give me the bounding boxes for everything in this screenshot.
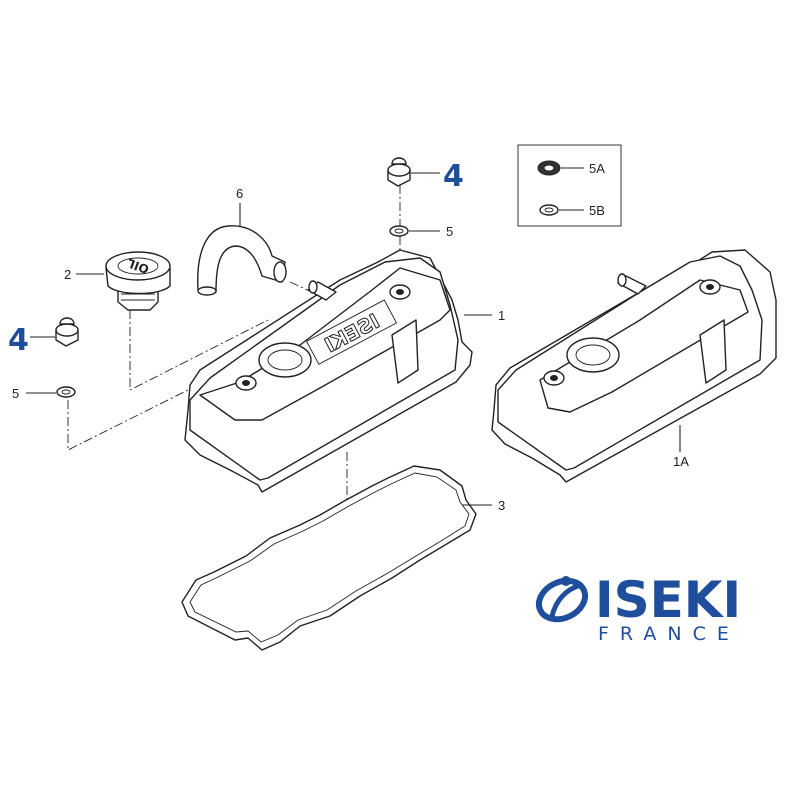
callout-3: 3 (498, 498, 505, 513)
leader-lines (26, 172, 681, 506)
callout-6: 6 (236, 186, 243, 201)
iseki-logo-swirl-icon (535, 576, 589, 623)
bolt-boss-1a-left (543, 370, 565, 386)
callout-5a: 5A (589, 161, 605, 176)
logo-sub-text: FRANCE (598, 623, 740, 645)
gasket-3 (181, 465, 477, 651)
callout-5-top: 5 (446, 224, 453, 239)
valve-cover-1: ISEKI (184, 249, 473, 493)
washer-5b-symbol (539, 204, 559, 216)
valve-cover-1a (491, 249, 777, 483)
callout-5-left: 5 (12, 386, 19, 401)
bolt-boss-left (235, 375, 257, 391)
breather-spout-1a (617, 273, 647, 295)
callout-4-top: 4 (443, 159, 464, 194)
breather-spout (307, 280, 337, 301)
callout-2: 2 (64, 267, 71, 282)
washer-top (389, 225, 409, 237)
bolt-boss-right (389, 284, 411, 300)
oil-filler-cap-2: OIL (105, 251, 171, 311)
washer-5a-symbol (537, 160, 561, 176)
logo-main-text: ISEKI (595, 571, 741, 629)
bolt-boss-1a-right (699, 279, 721, 295)
callout-1: 1 (498, 308, 505, 323)
bolt-left (55, 317, 79, 347)
callout-5b: 5B (589, 203, 605, 218)
washer-left (56, 386, 76, 398)
legend-box: 5A 5B (517, 144, 622, 227)
callout-4-left: 4 (8, 323, 29, 358)
breather-hose-6 (197, 225, 287, 296)
iseki-france-logo: ISEKI FRANCE (535, 571, 741, 645)
oil-filler-hole (258, 342, 312, 378)
oil-filler-hole-1a (566, 337, 620, 373)
bolt-top (387, 157, 411, 187)
callout-1a: 1A (673, 454, 689, 469)
